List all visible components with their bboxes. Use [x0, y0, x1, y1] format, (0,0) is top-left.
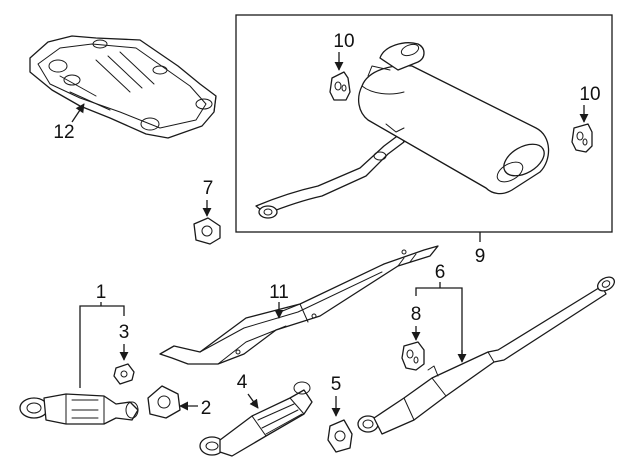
callout-6-label: 6	[435, 262, 446, 283]
callout-2-label: 2	[201, 398, 212, 419]
callout-12: 12	[53, 103, 85, 143]
heat-shield-part-12[interactable]	[29, 35, 217, 139]
callout-8-label: 8	[411, 304, 422, 325]
callout-7: 7	[202, 178, 214, 217]
rear-muffler-part-9[interactable]	[255, 42, 550, 219]
callout-8: 8	[411, 304, 422, 341]
rubber-hanger-part-10-left[interactable]	[329, 71, 351, 101]
callout-12-label: 12	[53, 122, 74, 143]
callout-11: 11	[269, 282, 289, 319]
callout-1-bracket: 1	[79, 282, 125, 388]
callout-5-label: 5	[331, 374, 342, 395]
callout-5: 5	[331, 374, 342, 417]
callout-10-right: 10	[579, 84, 601, 123]
heat-shield-bracket-part-11[interactable]	[159, 245, 439, 365]
callout-10-left-label: 10	[333, 31, 354, 52]
center-pipe-part-6[interactable]	[357, 274, 617, 435]
rubber-hanger-part-10-right[interactable]	[571, 123, 593, 153]
callout-9: 9	[475, 232, 486, 267]
callout-7-label: 7	[203, 178, 214, 199]
muffler-assembly-frame	[235, 14, 613, 233]
callout-11-label: 11	[269, 282, 289, 303]
callout-4-label: 4	[237, 372, 248, 393]
rubber-hanger-part-8[interactable]	[401, 341, 425, 371]
gasket-part-2[interactable]	[147, 385, 181, 419]
callout-4: 4	[237, 372, 259, 409]
nut-part-3[interactable]	[113, 363, 135, 385]
catalytic-converter-part-1[interactable]	[19, 393, 139, 425]
gasket-part-7[interactable]	[193, 217, 221, 245]
gasket-part-5[interactable]	[327, 419, 353, 453]
callout-6-bracket: 6	[415, 262, 467, 363]
callout-1-label: 1	[96, 282, 107, 303]
callout-3: 3	[119, 322, 130, 361]
callout-3-label: 3	[119, 322, 130, 343]
callout-10-right-label: 10	[579, 84, 600, 105]
callout-9-label: 9	[475, 246, 486, 267]
callout-10-left: 10	[333, 31, 355, 71]
catalytic-converter-part-4[interactable]	[199, 381, 313, 457]
callout-2: 2	[179, 398, 212, 419]
